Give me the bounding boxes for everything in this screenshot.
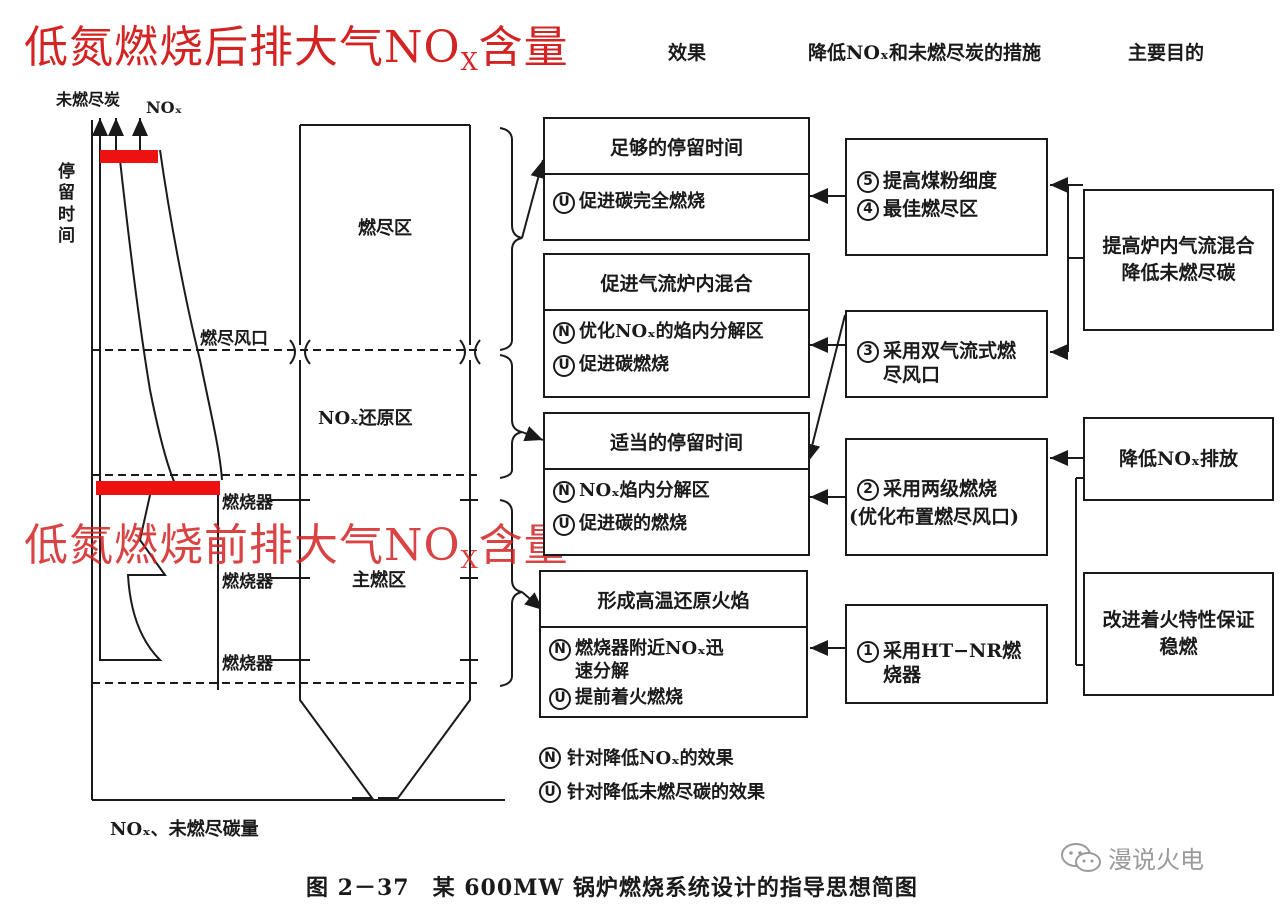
effect-head: 促进气流炉内混合 [545, 255, 808, 311]
goal-box-2: 降低NOₓ排放 [1083, 417, 1274, 501]
u-mark-icon: U [553, 355, 575, 377]
overlay-before-text: 低氮燃烧前排大气NOX含量 [24, 520, 569, 574]
u-mark-icon: U [539, 780, 561, 803]
n-mark-icon: N [539, 746, 561, 769]
number-2-icon: 2 [857, 479, 879, 501]
furnace-outline [299, 124, 471, 799]
legend-n: N 针对降低NOₓ的效果 [539, 744, 734, 770]
number-4-icon: 4 [857, 198, 879, 221]
number-5-icon: 5 [857, 171, 879, 193]
y-axis-label: 停留时间 [58, 162, 75, 246]
goal-box-3: 改进着火特性保证稳燃 [1083, 572, 1274, 696]
effect-head: 适当的停留时间 [545, 414, 808, 470]
red-bar-before [96, 481, 220, 495]
unburned-curve [119, 159, 179, 491]
effect-head: 形成高温还原火焰 [541, 572, 806, 628]
n-mark-icon: N [553, 481, 575, 503]
u-mark-icon: U [553, 514, 575, 536]
brace-1 [499, 127, 523, 351]
u-mark-icon: U [549, 688, 571, 710]
number-1-icon: 1 [857, 641, 879, 663]
zone-burnout: 燃尽区 [358, 218, 412, 239]
nox-curve [159, 149, 223, 481]
figure-caption: 图 2－37 某 600MW 锅炉燃烧系统设计的指导思想简图 [306, 875, 918, 901]
red-bar-after [100, 150, 158, 163]
effect-head: 足够的停留时间 [545, 119, 808, 175]
label-burner-1: 燃烧器 [222, 493, 273, 513]
number-3-icon: 3 [857, 341, 879, 363]
n-mark-icon: N [549, 639, 571, 661]
y-label-unburned: 未燃尽炭 [56, 90, 121, 109]
watermark: 漫说火电 [1060, 840, 1204, 875]
goal-box-1: 提高炉内气流混合降低未燃尽碳 [1083, 189, 1274, 331]
x-axis-label: NOₓ、未燃尽碳量 [110, 819, 259, 840]
overlay-after-text: 低氮燃烧后排大气NOX含量 [24, 22, 569, 76]
n-mark-icon: N [553, 322, 575, 344]
zone-reduction: NOₓ还原区 [318, 408, 413, 429]
header-purpose: 主要目的 [1128, 42, 1205, 64]
brace-2 [499, 354, 523, 479]
label-burner-3: 燃烧器 [222, 654, 273, 674]
legend-u: U 针对降低未燃尽碳的效果 [539, 778, 765, 804]
u-mark-icon: U [553, 192, 575, 214]
zone-main: 主燃区 [352, 570, 406, 591]
header-measures: 降低NOₓ和未燃尽炭的措施 [808, 42, 1041, 64]
y-label-nox: NOₓ [146, 98, 183, 117]
wechat-icon [1061, 842, 1101, 872]
label-ofa: 燃尽风口 [200, 329, 268, 349]
header-effect: 效果 [668, 42, 707, 64]
label-burner-2: 燃烧器 [222, 572, 273, 592]
